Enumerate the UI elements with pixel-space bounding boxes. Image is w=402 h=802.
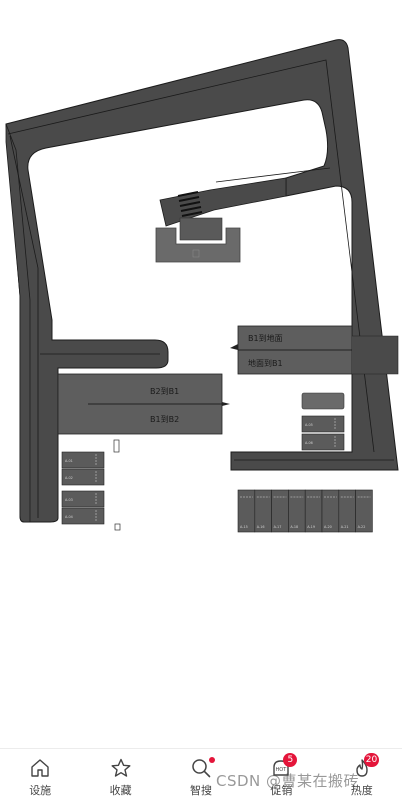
entrance-door-icon xyxy=(192,249,200,258)
parking-slot-label: A-20 xyxy=(324,525,332,529)
tab-label: 智搜 xyxy=(189,785,212,797)
home-icon xyxy=(29,757,51,779)
parking-slot-label: A-15 xyxy=(240,525,248,529)
lane-line-left xyxy=(9,135,39,518)
entrance-ramp xyxy=(159,177,287,227)
svg-text:A-06: A-06 xyxy=(305,441,313,445)
notification-dot xyxy=(208,757,215,763)
lane-label-b1-b2: B1到B2 xyxy=(150,415,179,424)
parking-slot-label: A-17 xyxy=(274,525,282,529)
svg-text:A-01: A-01 xyxy=(65,459,73,463)
parking-slot-label: A-18 xyxy=(290,525,298,529)
mid-slot-group: A-05 A-06 xyxy=(301,415,345,451)
svg-text:A-05: A-05 xyxy=(305,423,313,427)
tab-label: 设施 xyxy=(29,785,52,797)
promotions-badge: 5 xyxy=(283,753,298,767)
entrance-gate xyxy=(179,217,223,241)
tab-promotions[interactable]: HOT 5 促销 xyxy=(242,749,320,802)
tab-label: 热度 xyxy=(350,785,373,797)
tab-heat[interactable]: 20 热度 xyxy=(323,749,401,802)
svg-text:HOT: HOT xyxy=(276,767,288,773)
bottom-tab-bar: 设施 收藏 智搜 HOT 5 促销 20 热度 xyxy=(0,748,402,802)
ramp-arrow-left-icon xyxy=(230,344,238,350)
parking-slot-label: A-21 xyxy=(341,525,349,529)
ramp-stripes-icon xyxy=(177,191,203,217)
tab-label: 收藏 xyxy=(109,785,132,797)
tab-smart-search[interactable]: 智搜 xyxy=(162,749,240,802)
svg-text:A-04: A-04 xyxy=(65,515,73,519)
hot-tag-icon: HOT 5 xyxy=(270,753,298,779)
tab-favorites[interactable]: 收藏 xyxy=(82,749,160,802)
svg-text:A-03: A-03 xyxy=(65,498,73,502)
fire-icon: 20 xyxy=(351,753,380,779)
marker-small-icon xyxy=(114,523,121,531)
svg-text:A-02: A-02 xyxy=(65,476,73,480)
heat-badge: 20 xyxy=(363,753,380,767)
marker-icon xyxy=(113,439,120,453)
search-icon xyxy=(190,757,215,779)
parking-map[interactable]: B1到地面 地面到B1 B2到B1 B1到B2 A-05 A-06 A-01 A… xyxy=(0,0,402,748)
lane-label-b2-b1: B2到B1 xyxy=(150,387,179,396)
lane-line-mid xyxy=(215,167,331,183)
road-outer-loop xyxy=(5,39,399,523)
lane-line-top xyxy=(7,59,375,453)
parking-slot-label: A-16 xyxy=(257,525,265,529)
road-left-inner xyxy=(5,123,31,523)
ramp-arrow-right-icon xyxy=(222,402,230,406)
lane-label-b1-ground: B1到地面 xyxy=(248,333,283,343)
bottom-slot-row: A-15 A-16 A-17 A-18 A-19 A-20 A-21 A-22 xyxy=(237,489,373,533)
tab-facilities[interactable]: 设施 xyxy=(1,749,79,802)
lane-label-ground-b1: 地面到B1 xyxy=(248,358,283,368)
equipment-block xyxy=(301,392,345,410)
parking-slot-label: A-19 xyxy=(307,525,315,529)
left-slot-group: A-01 A-02 A-03 A-04 xyxy=(61,451,105,525)
tab-label: 促销 xyxy=(270,785,293,797)
parking-slot-label: A-22 xyxy=(358,525,366,529)
star-icon xyxy=(110,757,132,779)
parking-slot[interactable] xyxy=(355,489,373,533)
entrance-building xyxy=(155,227,241,263)
